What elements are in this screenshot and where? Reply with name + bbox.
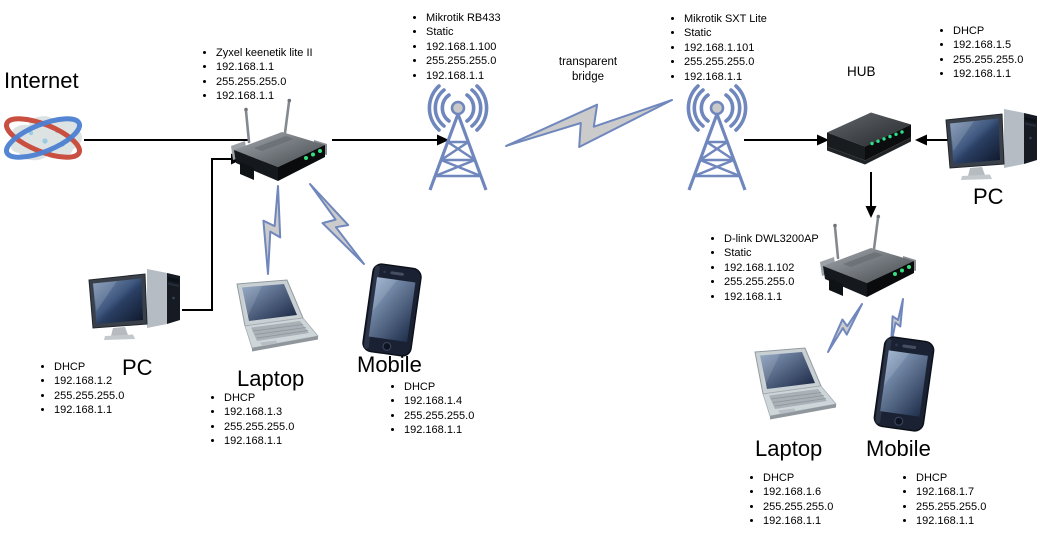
rb433-antenna-tower-icon xyxy=(427,84,489,192)
mobile-right-label: Mobile xyxy=(866,436,931,461)
config-line: 255.255.255.0 xyxy=(54,389,124,403)
mobile-right-icon xyxy=(872,335,936,433)
dlink-access-point-icon xyxy=(818,213,918,299)
arrowhead-to-rb433 xyxy=(437,134,449,146)
config-line: D-link DWL3200AP xyxy=(724,232,819,246)
hub-switch-icon xyxy=(827,112,911,165)
config-line: 192.168.1.3 xyxy=(224,405,294,419)
config-line: 255.255.255.0 xyxy=(404,409,474,423)
arrowhead-to-hub-right xyxy=(915,134,927,146)
config-line: Static xyxy=(684,26,767,40)
laptop-left-label: Laptop xyxy=(237,366,305,391)
config-line: 192.168.1.1 xyxy=(684,70,767,84)
bolt-zyxel-laptop xyxy=(262,185,282,275)
config-line: DHCP xyxy=(404,380,474,394)
config-line: 192.168.1.1 xyxy=(426,69,501,83)
internet-globe-icon xyxy=(1,103,85,173)
config-line: 192.168.1.5 xyxy=(953,38,1023,52)
pc-right-label: PC xyxy=(973,184,1004,209)
transparent-bridge-label: transparent bridge xyxy=(558,56,618,83)
laptop-right-icon xyxy=(754,347,837,420)
config-line: 192.168.1.4 xyxy=(404,394,474,408)
config-line: 255.255.255.0 xyxy=(763,500,833,514)
pc-left-config-list: DHCP 192.168.1.2 255.255.255.0 192.168.1… xyxy=(40,360,124,418)
config-line: 255.255.255.0 xyxy=(953,53,1023,67)
sxt-antenna-tower-icon xyxy=(686,84,748,192)
bolt-bridge xyxy=(505,99,673,148)
laptop-right-config-list: DHCP 192.168.1.6 255.255.255.0 192.168.1… xyxy=(749,471,833,529)
mobile-right-config-list: DHCP 192.168.1.7 255.255.255.0 192.168.1… xyxy=(902,471,986,529)
config-line: 192.168.1.2 xyxy=(54,374,124,388)
config-line: 192.168.1.1 xyxy=(763,514,833,528)
config-line: 192.168.1.1 xyxy=(404,423,474,437)
config-line: 192.168.1.1 xyxy=(216,60,313,74)
mobile-left-icon xyxy=(361,262,423,358)
arrowhead-to-hub-left xyxy=(817,134,829,146)
config-line: DHCP xyxy=(54,360,124,374)
config-line: 255.255.255.0 xyxy=(216,75,313,89)
config-line: DHCP xyxy=(916,471,986,485)
config-line: 192.168.1.7 xyxy=(916,485,986,499)
mobile-left-config-list: DHCP 192.168.1.4 255.255.255.0 192.168.1… xyxy=(390,380,474,438)
pc-right-icon xyxy=(945,108,1038,181)
zyxel-config-list: Zyxel keenetik lite II 192.168.1.1 255.2… xyxy=(202,46,313,104)
config-line: 192.168.1.1 xyxy=(216,89,313,103)
bolt-zyxel-mobile xyxy=(309,183,365,265)
pc-left-label: PC xyxy=(122,355,153,380)
laptop-left-config-list: DHCP 192.168.1.3 255.255.255.0 192.168.1… xyxy=(210,391,294,449)
config-line: 255.255.255.0 xyxy=(426,54,501,68)
arrowhead-to-dlink xyxy=(865,206,877,218)
config-line: Static xyxy=(724,246,819,260)
config-line: DHCP xyxy=(763,471,833,485)
config-line: 255.255.255.0 xyxy=(724,275,819,289)
config-line: Static xyxy=(426,25,501,39)
config-line: DHCP xyxy=(953,24,1023,38)
link-pcleft-zyxel xyxy=(182,158,232,311)
config-line: 192.168.1.1 xyxy=(916,514,986,528)
config-line: 192.168.1.100 xyxy=(426,40,501,54)
config-line: 192.168.1.1 xyxy=(953,67,1023,81)
hub-label: HUB xyxy=(847,64,876,79)
config-line: 192.168.1.101 xyxy=(684,41,767,55)
zyxel-router-icon xyxy=(229,97,329,183)
pc-left-icon xyxy=(88,268,181,341)
sxt-config-list: Mikrotik SXT Lite Static 192.168.1.101 2… xyxy=(670,12,767,84)
config-line: Mikrotik RB433 xyxy=(426,11,501,25)
config-line: Mikrotik SXT Lite xyxy=(684,12,767,26)
config-line: 255.255.255.0 xyxy=(224,420,294,434)
config-line: 192.168.1.6 xyxy=(763,485,833,499)
config-line: 255.255.255.0 xyxy=(916,500,986,514)
laptop-left-icon xyxy=(236,279,319,352)
config-line: 192.168.1.1 xyxy=(224,434,294,448)
internet-label: Internet xyxy=(4,68,79,93)
config-line: 192.168.1.1 xyxy=(724,290,819,304)
config-line: 255.255.255.0 xyxy=(684,55,767,69)
rb433-config-list: Mikrotik RB433 Static 192.168.1.100 255.… xyxy=(412,11,501,83)
config-line: 192.168.1.102 xyxy=(724,261,819,275)
pc-right-config-list: DHCP 192.168.1.5 255.255.255.0 192.168.1… xyxy=(939,24,1023,82)
config-line: Zyxel keenetik lite II xyxy=(216,46,313,60)
bolt-dlink-laptop xyxy=(827,303,863,353)
config-line: DHCP xyxy=(224,391,294,405)
laptop-right-label: Laptop xyxy=(755,436,823,461)
dlink-config-list: D-link DWL3200AP Static 192.168.1.102 25… xyxy=(710,232,819,304)
mobile-left-label: Mobile xyxy=(357,352,422,377)
config-line: 192.168.1.1 xyxy=(54,403,124,417)
